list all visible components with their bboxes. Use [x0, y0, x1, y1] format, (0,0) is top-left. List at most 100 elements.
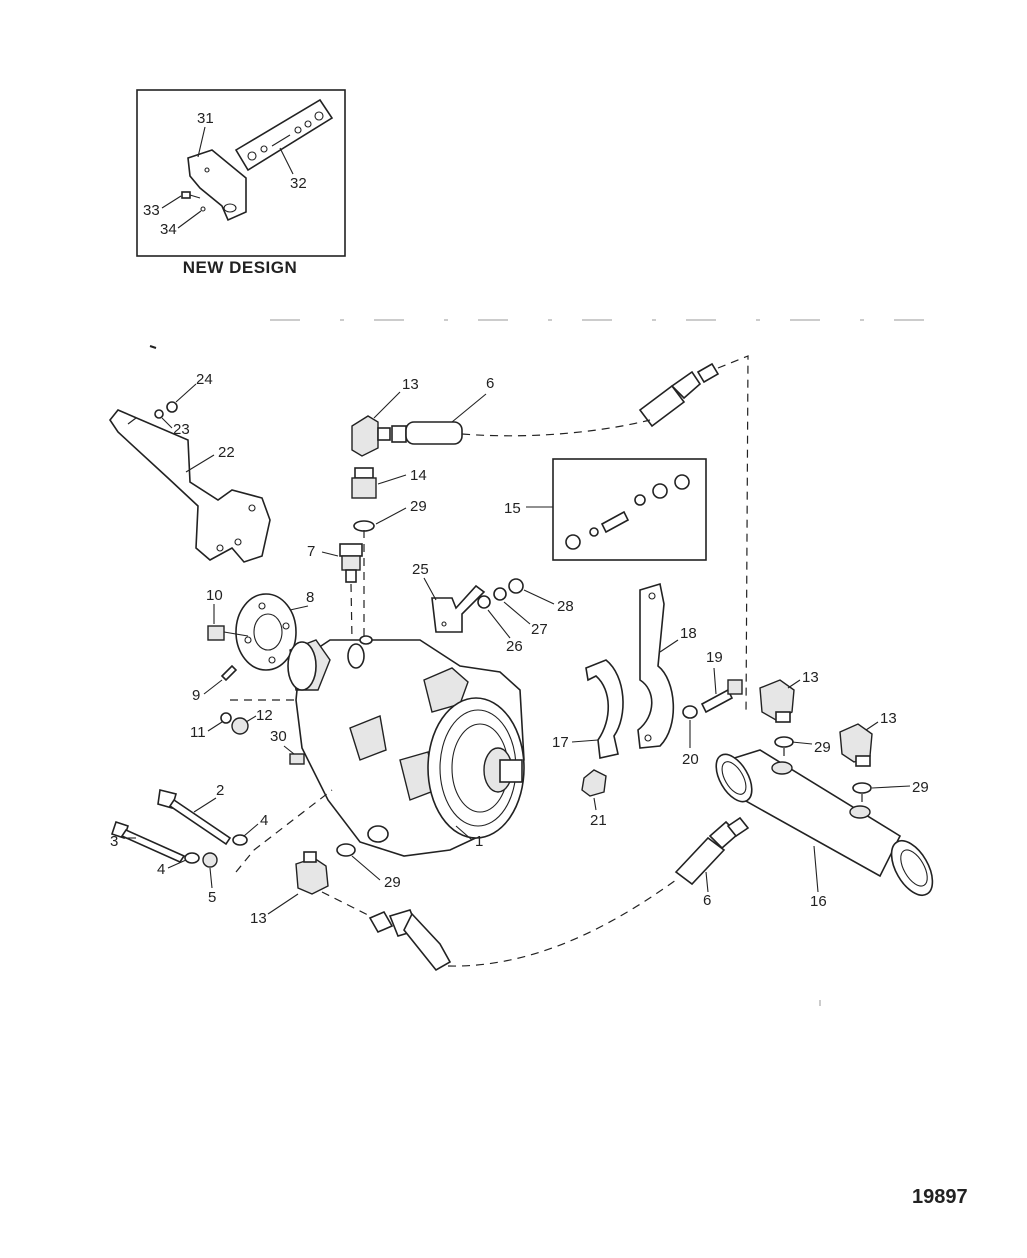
elbow-nipple: [303, 851, 317, 863]
inset-washer: [200, 206, 206, 212]
flange-bore: [253, 613, 283, 651]
oil-cooler-16: [715, 749, 934, 896]
callout-32: 32: [290, 175, 307, 192]
callout-23: 23: [173, 421, 190, 438]
inset-caption: NEW DESIGN: [182, 258, 298, 277]
elbow-body: [295, 857, 329, 895]
kit-nut: [565, 534, 581, 550]
elbow-body: [351, 415, 379, 457]
washer-11: [220, 712, 232, 724]
leader-25: [423, 577, 437, 601]
output-housing: [427, 697, 525, 839]
leader-27: [503, 601, 531, 625]
flange-hole: [268, 656, 276, 664]
callout-6-top: 6: [486, 375, 494, 392]
callout-14: 14: [410, 467, 427, 484]
bolt-3: [110, 820, 186, 864]
bolt-10: [207, 625, 249, 641]
leader-6-lower: [705, 871, 709, 893]
washer-4-right: [232, 834, 248, 846]
leader-13-top: [373, 391, 401, 419]
output-spline: [499, 759, 523, 783]
leader-12: [245, 715, 257, 723]
callout-29-cooler-a: 29: [814, 739, 831, 756]
leader-28: [523, 589, 555, 605]
elbow-fitting-13-top: [351, 415, 391, 457]
flange-plate: [235, 593, 297, 671]
washer-29-cooler-b: [852, 782, 872, 794]
bracket-hole: [441, 621, 447, 627]
leader-4-left: [167, 859, 187, 869]
figure-number: 19897: [912, 1186, 968, 1208]
elbow-nipple: [377, 427, 391, 441]
kit-15: [552, 458, 707, 561]
washer-29-top: [353, 520, 375, 532]
leader-29-cooler-a: [791, 741, 813, 745]
kit-nut: [674, 474, 690, 490]
leader-13-cooler-left: [787, 679, 801, 689]
screw-shank: [189, 194, 201, 199]
hose-ferrule: [391, 425, 407, 443]
leader-26: [487, 609, 511, 639]
cooler-end-bore: [721, 761, 747, 795]
clamp-17: [585, 659, 624, 759]
callout-29-lower: 29: [384, 874, 401, 891]
hose-fitting: [368, 910, 394, 934]
leader-22: [185, 454, 215, 473]
callout-2: 2: [216, 782, 224, 799]
bracket-body: [431, 584, 486, 633]
callout-13-cooler-left: 13: [802, 669, 819, 686]
switch-7: [339, 543, 363, 583]
callout-7: 7: [307, 543, 315, 560]
elbow-body: [759, 679, 795, 721]
nut-28: [508, 578, 524, 594]
bracket-body: [109, 409, 271, 563]
cooler-end-left: [715, 753, 753, 803]
leader-2: [193, 797, 217, 813]
callout-3: 3: [110, 833, 118, 850]
hose-6-top-end: [638, 362, 720, 428]
leader-14: [377, 474, 407, 485]
callout-6-lower: 6: [703, 892, 711, 909]
hose-body: [403, 912, 452, 972]
callout-29-cooler-b: 29: [912, 779, 929, 796]
mounting-bracket-22: [109, 401, 271, 563]
switch-port: [347, 643, 365, 669]
clamp-body: [637, 582, 675, 749]
hose-body: [405, 421, 463, 445]
leader-9: [203, 679, 223, 695]
kit-washer: [304, 120, 312, 128]
washer-29-lower: [336, 843, 356, 857]
leader-29-lower: [351, 855, 381, 881]
switch-thread: [345, 569, 357, 583]
leader-18: [659, 639, 679, 653]
bracket-stud: [127, 417, 137, 425]
callout-5: 5: [208, 889, 216, 906]
leader-6-top: [451, 393, 487, 423]
leader-33: [161, 195, 182, 209]
hose-6-top: [391, 421, 463, 445]
callout-10: 10: [206, 587, 223, 604]
callout-8: 8: [306, 589, 314, 606]
washer-20: [682, 705, 698, 719]
cooler-body: [726, 749, 902, 878]
callout-21: 21: [590, 812, 607, 829]
callout-34: 34: [160, 221, 177, 238]
clamp-hole: [644, 734, 652, 742]
bracket-hole: [223, 203, 237, 213]
callout-22: 22: [218, 444, 235, 461]
leader-4-right: [243, 823, 259, 837]
hose-fitting: [726, 816, 750, 838]
bolt-shank: [168, 798, 232, 846]
inset-bracket: [187, 149, 247, 222]
kit-nut: [314, 111, 324, 121]
hose-ferrule: [670, 370, 702, 400]
bracket-hole: [234, 538, 242, 546]
stray-mark: [149, 345, 157, 349]
align-line-13-lower: [321, 891, 371, 917]
leader-13-cooler-right: [865, 721, 879, 731]
leader-24: [175, 383, 197, 403]
bracket-hole: [216, 544, 224, 552]
